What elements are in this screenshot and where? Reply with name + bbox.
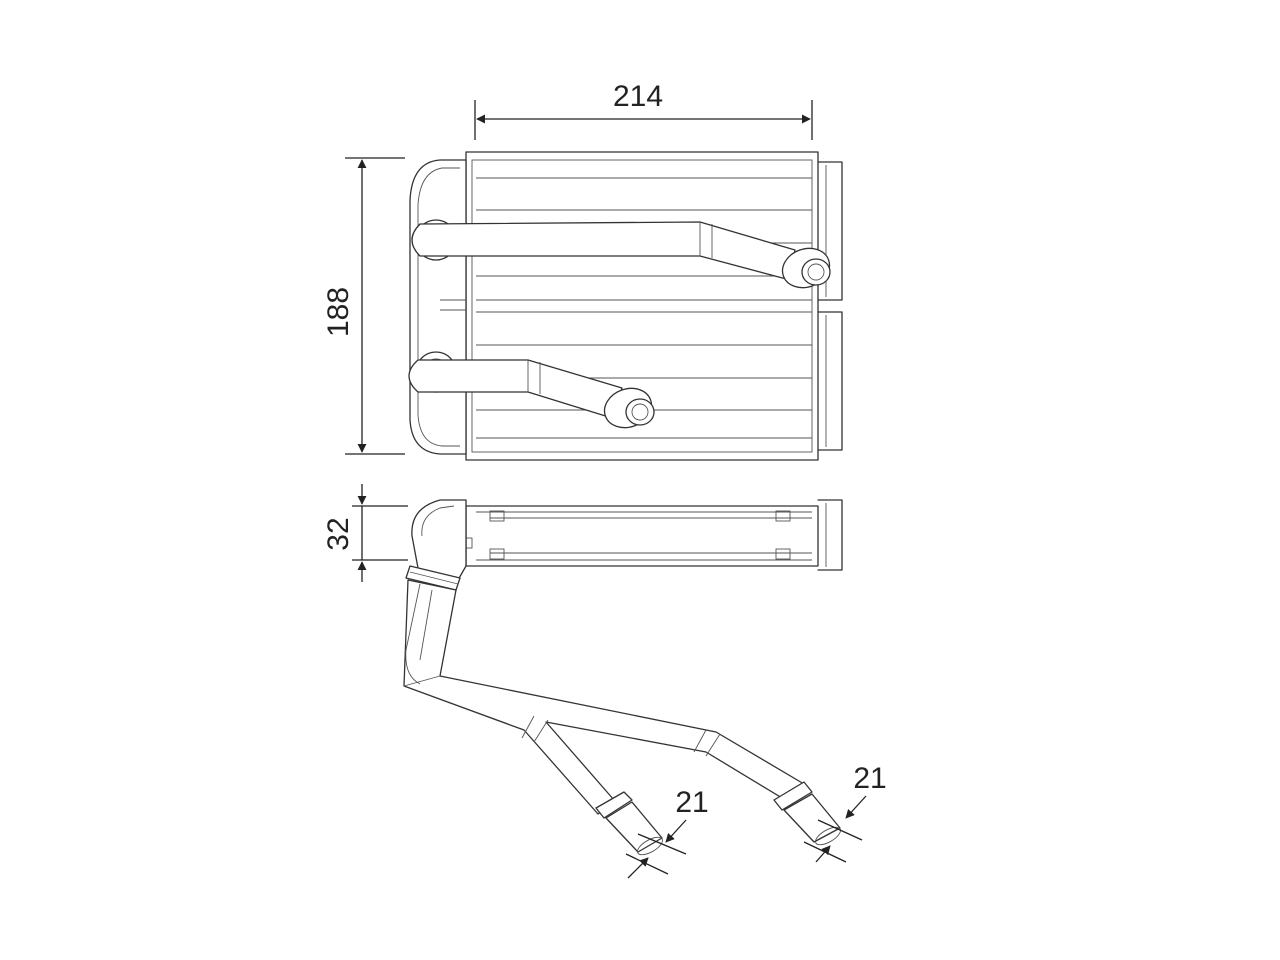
width-dimension: 214 <box>474 80 813 140</box>
pipe-left-value: 21 <box>675 786 708 819</box>
front-view <box>408 151 843 461</box>
right-tank <box>817 161 843 451</box>
pipe-left-dimension: 21 <box>625 786 709 879</box>
width-value: 214 <box>613 80 663 113</box>
side-pipes <box>403 579 841 856</box>
height-dimension: 188 <box>322 157 405 455</box>
pipe-right-value: 21 <box>853 762 886 795</box>
depth-value: 32 <box>322 517 355 550</box>
upper-pipe <box>411 219 831 289</box>
height-value: 188 <box>322 287 355 337</box>
lower-pipe <box>408 351 655 429</box>
side-view <box>403 499 843 856</box>
depth-dimension: 32 <box>322 484 408 582</box>
pipe-right-dimension: 21 <box>803 762 887 863</box>
side-core <box>465 505 819 567</box>
